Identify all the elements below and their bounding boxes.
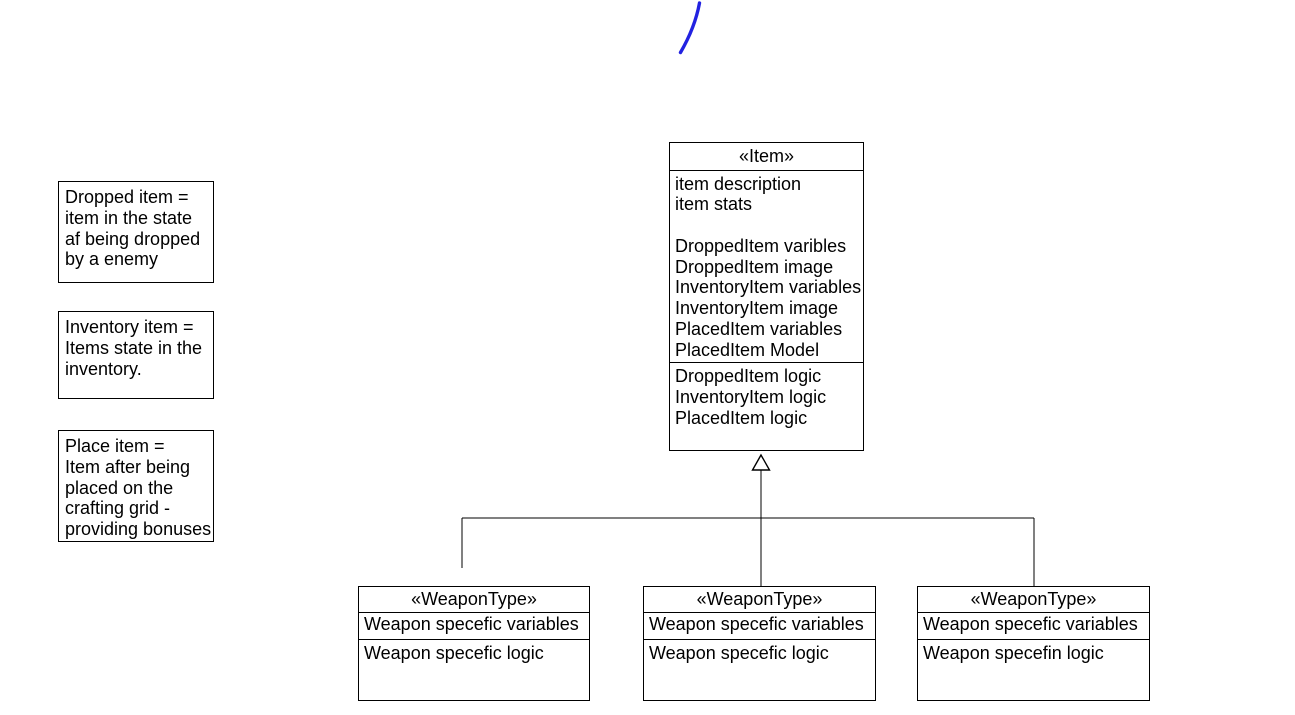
note-inventory-item: Inventory item = Items state in the inve…	[58, 311, 214, 399]
class-attributes-section: Weapon specefic variables	[359, 613, 589, 640]
attribute-row: Weapon specefic variables	[364, 613, 579, 634]
class-stereotype: «WeaponType»	[644, 587, 875, 613]
note-line: Dropped item =	[65, 187, 189, 207]
class-methods-section: Weapon specefin logic	[918, 640, 1149, 698]
attribute-row: PlacedItem variables	[675, 319, 843, 340]
pen-stroke	[678, 1, 702, 55]
class-attributes-section: Weapon specefic variables	[918, 613, 1149, 640]
class-methods-section: DroppedItem logic InventoryItem logic Pl…	[670, 363, 863, 447]
attribute-row: PlacedItem Model	[675, 339, 820, 360]
note-line: item in the state	[65, 207, 193, 228]
attribute-row	[675, 215, 863, 236]
attribute-row: InventoryItem image	[675, 298, 839, 319]
note-line: placed on the	[65, 477, 174, 498]
attribute-row: item stats	[675, 194, 753, 215]
inheritance-connector	[461, 470, 1035, 586]
method-row: Weapon specefic logic	[364, 642, 544, 663]
note-place-item: Place item = Item after being placed on …	[58, 430, 214, 542]
method-row: PlacedItem logic	[675, 407, 808, 428]
note-line: crafting grid -	[65, 498, 171, 519]
attribute-row: Weapon specefic variables	[649, 613, 864, 634]
class-box-weapontype-2: «WeaponType» Weapon specefic variables W…	[643, 586, 876, 701]
class-stereotype: «WeaponType»	[918, 587, 1149, 613]
note-line: providing bonuses	[65, 519, 212, 540]
note-line: Place item =	[65, 436, 165, 456]
note-dropped-item: Dropped item = item in the state af bein…	[58, 181, 214, 283]
attribute-row: InventoryItem variables	[675, 277, 862, 298]
note-line: Items state in the	[65, 337, 203, 358]
note-line: Inventory item =	[65, 317, 194, 337]
class-methods-section: Weapon specefic logic	[644, 640, 875, 698]
class-attributes-section: Weapon specefic variables	[644, 613, 875, 640]
class-attributes-section: item description item stats DroppedItem …	[670, 171, 863, 363]
class-methods-section: Weapon specefic logic	[359, 640, 589, 698]
class-stereotype: «WeaponType»	[359, 587, 589, 613]
class-box-weapontype-1: «WeaponType» Weapon specefic variables W…	[358, 586, 590, 701]
attribute-row: item description	[675, 173, 802, 194]
note-line: inventory.	[65, 358, 142, 379]
method-row: Weapon specefin logic	[923, 642, 1104, 663]
method-row: Weapon specefic logic	[649, 642, 829, 663]
note-line: by a enemy	[65, 249, 159, 270]
method-row: InventoryItem logic	[675, 386, 827, 407]
class-box-weapontype-3: «WeaponType» Weapon specefic variables W…	[917, 586, 1150, 701]
attribute-row: DroppedItem image	[675, 256, 834, 277]
note-line: Item after being	[65, 456, 191, 477]
note-line: af being dropped	[65, 228, 201, 249]
class-stereotype: «Item»	[670, 143, 863, 171]
generalization-arrow-icon	[751, 453, 771, 471]
attribute-row: Weapon specefic variables	[923, 613, 1138, 634]
class-box-item: «Item» item description item stats Dropp…	[669, 142, 864, 451]
attribute-row: DroppedItem varibles	[675, 235, 847, 256]
method-row: DroppedItem logic	[675, 366, 822, 386]
